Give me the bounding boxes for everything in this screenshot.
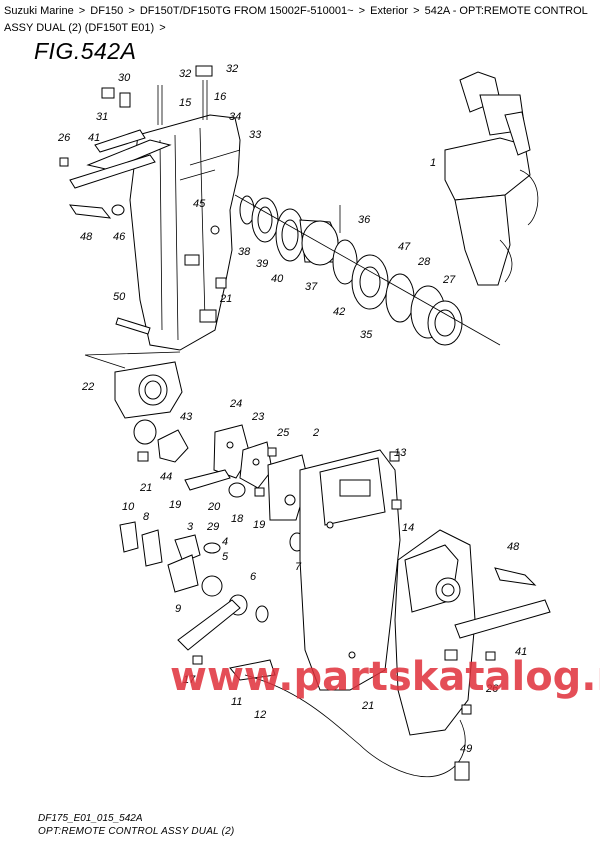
part-label-7: 7: [295, 561, 302, 573]
part-label-3: 3: [187, 521, 194, 533]
part-label-37: 37: [305, 281, 318, 293]
breadcrumb-separator: >: [128, 5, 135, 17]
part-label-44: 44: [160, 471, 172, 483]
remote-control-housing-upper: [59, 65, 241, 351]
part-label-33: 33: [249, 129, 262, 141]
shift-gear-stack: [234, 194, 501, 346]
part-label-26-lower: 26: [485, 683, 499, 695]
remote-control-housing-left: [114, 361, 189, 463]
breadcrumb-item-variant[interactable]: DF150T/DF150TG FROM 15002F-510001~: [139, 5, 354, 17]
part-label-5: 5: [222, 551, 229, 563]
figure-caption: OPT:REMOTE CONTROL ASSY DUAL (2): [38, 826, 235, 837]
shift-cam-plates: [184, 424, 309, 552]
part-label-10: 10: [122, 501, 135, 513]
remote-control-housing-right: [394, 529, 551, 736]
part-label-11: 11: [231, 696, 242, 708]
part-label-8: 8: [143, 511, 150, 523]
breadcrumb-separator: >: [413, 5, 420, 17]
watermark-text: www.partskatalog.ru: [170, 654, 600, 700]
part-label-2: 2: [312, 427, 319, 439]
part-label-20: 20: [207, 501, 221, 513]
part-label-1: 1: [430, 157, 436, 169]
part-label-42: 42: [333, 306, 345, 318]
breadcrumb-item-category[interactable]: Exterior: [370, 5, 409, 17]
part-label-34: 34: [229, 111, 241, 123]
part-label-25: 25: [276, 427, 290, 439]
part-label-14: 14: [402, 522, 414, 534]
part-label-41-upper: 41: [88, 132, 100, 144]
part-label-18: 18: [231, 513, 244, 525]
breadcrumb-item-model[interactable]: DF150: [90, 5, 124, 17]
part-label-19-left: 19: [169, 499, 181, 511]
part-label-46: 46: [113, 231, 126, 243]
part-label-22: 22: [81, 381, 94, 393]
breadcrumb-item-brand[interactable]: Suzuki Marine: [4, 5, 74, 17]
part-label-27: 27: [442, 274, 456, 286]
part-label-19-right: 19: [253, 519, 265, 531]
part-label-28: 28: [417, 256, 431, 268]
part-label-24: 24: [229, 398, 242, 410]
neutral-switch-parts: [119, 521, 470, 781]
breadcrumb-trailing-separator: >: [159, 22, 166, 34]
part-label-50: 50: [113, 291, 126, 303]
part-label-13: 13: [394, 447, 407, 459]
breadcrumb-separator: >: [358, 5, 366, 17]
control-lever-assembly: [444, 71, 539, 286]
part-label-23: 23: [251, 411, 265, 423]
part-number-labels: 1 2 3 4 5 6 7 8 9 10 11 12 13 14 15 16 1…: [57, 63, 527, 755]
part-label-48-upper: 48: [80, 231, 93, 243]
part-label-26-upper: 26: [57, 132, 71, 144]
figure-code: DF175_E01_015_542A: [38, 813, 143, 824]
part-label-45: 45: [193, 198, 206, 210]
part-label-40: 40: [271, 273, 284, 285]
part-label-36: 36: [358, 214, 371, 226]
part-label-4: 4: [222, 536, 228, 548]
part-label-17: 17: [183, 674, 196, 686]
part-label-16: 16: [214, 91, 227, 103]
part-label-6: 6: [250, 571, 257, 583]
part-label-21-lower: 21: [361, 700, 374, 712]
part-label-31: 31: [96, 111, 108, 123]
breadcrumb: Suzuki Marine > DF150 > DF150T/DF150TG F…: [4, 3, 596, 37]
part-label-41-lower: 41: [515, 646, 527, 658]
part-label-9: 9: [175, 603, 181, 615]
part-label-32-right: 32: [226, 63, 238, 75]
part-label-12: 12: [254, 709, 266, 721]
part-label-43: 43: [180, 411, 193, 423]
figure-title: FIG.542A: [34, 38, 137, 64]
side-cover-plate: [299, 449, 402, 691]
part-label-48-lower: 48: [507, 541, 520, 553]
part-label-21-upper: 21: [219, 293, 232, 305]
breadcrumb-item-current: 542A - OPT:REMOTE CONTROL ASSY DUAL (2) …: [4, 5, 588, 34]
part-label-15: 15: [179, 97, 192, 109]
part-label-39: 39: [256, 258, 268, 270]
part-label-32-left: 32: [179, 68, 191, 80]
leader-box-22: [84, 351, 181, 369]
part-label-29: 29: [206, 521, 219, 533]
part-label-47: 47: [398, 241, 411, 253]
part-label-38: 38: [238, 246, 251, 258]
part-label-49: 49: [460, 743, 472, 755]
breadcrumb-separator: >: [78, 5, 86, 17]
part-label-35: 35: [360, 329, 373, 341]
part-label-21-middle: 21: [139, 482, 152, 494]
part-label-30: 30: [118, 72, 131, 84]
